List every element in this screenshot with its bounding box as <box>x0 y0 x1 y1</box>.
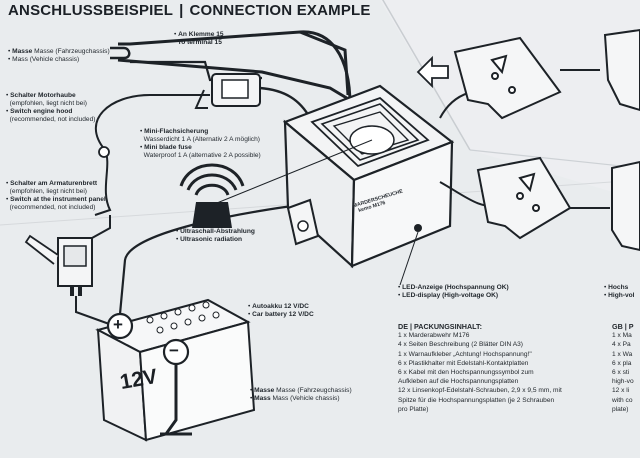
packing-gb-item: 4 x Pa <box>612 341 631 349</box>
led-indicator <box>414 224 422 232</box>
ground-fork-top <box>110 46 131 60</box>
fuse-holder <box>194 73 261 109</box>
title-de: ANSCHLUSSBEISPIEL <box>8 2 174 19</box>
packing-item: 1 x Warnaufkleber „Achtung! Hochspannung… <box>398 350 532 358</box>
label-ground-top: • Masse Masse (Fahrzeugchassis)• Mass (V… <box>8 48 110 63</box>
packing-gb-item: 12 x li <box>612 387 630 395</box>
packing-gb-item: plate) <box>612 405 629 413</box>
packing-item: 6 x Plastikhalter mit Edelstahl-Kontaktp… <box>398 359 529 367</box>
label-battery: • Autoakku 12 V/DC• Car battery 12 V/DC <box>248 303 314 318</box>
high-voltage-plate <box>603 28 640 112</box>
high-voltage-plate <box>453 36 562 120</box>
car-battery <box>95 298 256 442</box>
packing-item: 4 x Seiten Beschreibung (2 Blätter DIN A… <box>398 341 523 349</box>
ultrasonic-emitter-icon <box>179 163 245 228</box>
packing-heading: DE | PACKUNGSINHALT: <box>398 322 482 331</box>
packing-contents-de: DE | PACKUNGSINHALT: 1 x Marderabwehr M1… <box>398 322 562 414</box>
packing-gb-item: high-vo <box>612 378 634 386</box>
label-partial-right: • Hochs• High-vol <box>604 284 635 299</box>
packing-item: Aufkleben auf die Hochspannungsplatten <box>398 378 519 386</box>
packing-item: Spitze für die Hochspannungsplatten (je … <box>398 396 555 404</box>
packing-item: 1 x Marderabwehr M176 <box>398 332 470 340</box>
hood-switch-symbol <box>98 146 110 158</box>
packing-gb-heading: GB | P <box>612 322 634 331</box>
packing-gb-item: 6 x pla <box>612 359 632 367</box>
packing-item: 6 x Kabel mit den Hochspannungssymbol zu… <box>398 369 534 377</box>
label-led: • LED-Anzeige (Hochspannung OK)• LED-dis… <box>398 284 509 299</box>
packing-item: pro Platte) <box>398 405 429 413</box>
high-voltage-plate <box>476 156 572 240</box>
packing-contents-gb: GB | P 1 x Ma 4 x Pa 1 x Wa 6 x pla 6 x … <box>612 322 634 414</box>
label-ground-bottom: • Masse Masse (Fahrzeugchassis)• Mass Ma… <box>250 387 352 402</box>
title-separator: | <box>179 2 184 19</box>
packing-gb-item: 1 x Wa <box>612 350 633 358</box>
packing-gb-item: with co <box>612 396 633 404</box>
label-terminal-15: • An Klemme 15 To terminal 15 <box>174 31 224 46</box>
arrow-left-icon <box>416 55 449 89</box>
battery-minus-sign: − <box>169 341 179 360</box>
label-dashboard-switch: • Schalter am Armaturenbrett (empfohlen,… <box>6 180 106 211</box>
marten-repeller-module <box>282 84 455 269</box>
title-en: CONNECTION EXAMPLE <box>189 2 371 19</box>
high-voltage-plate <box>611 160 640 252</box>
label-hood-switch: • Schalter Motorhaube (empfohlen, liegt … <box>6 92 96 123</box>
dashboard-toggle-switch <box>24 234 93 296</box>
packing-item: 12 x Linsenkopf-Edelstahl-Schrauben, 2,9… <box>398 387 562 395</box>
label-ultrasonic: • Ultraschall-Abstrahlung• Ultrasonic ra… <box>176 228 255 243</box>
page-title: ANSCHLUSSBEISPIEL | CONNECTION EXAMPLE <box>8 2 371 19</box>
battery-plus-sign: + <box>113 315 123 334</box>
label-fuse: • Mini-Flachsicherung Wasserdicht 1 A (A… <box>140 128 261 159</box>
packing-gb-item: 6 x sti <box>612 369 630 377</box>
packing-gb-item: 1 x Ma <box>612 332 632 340</box>
